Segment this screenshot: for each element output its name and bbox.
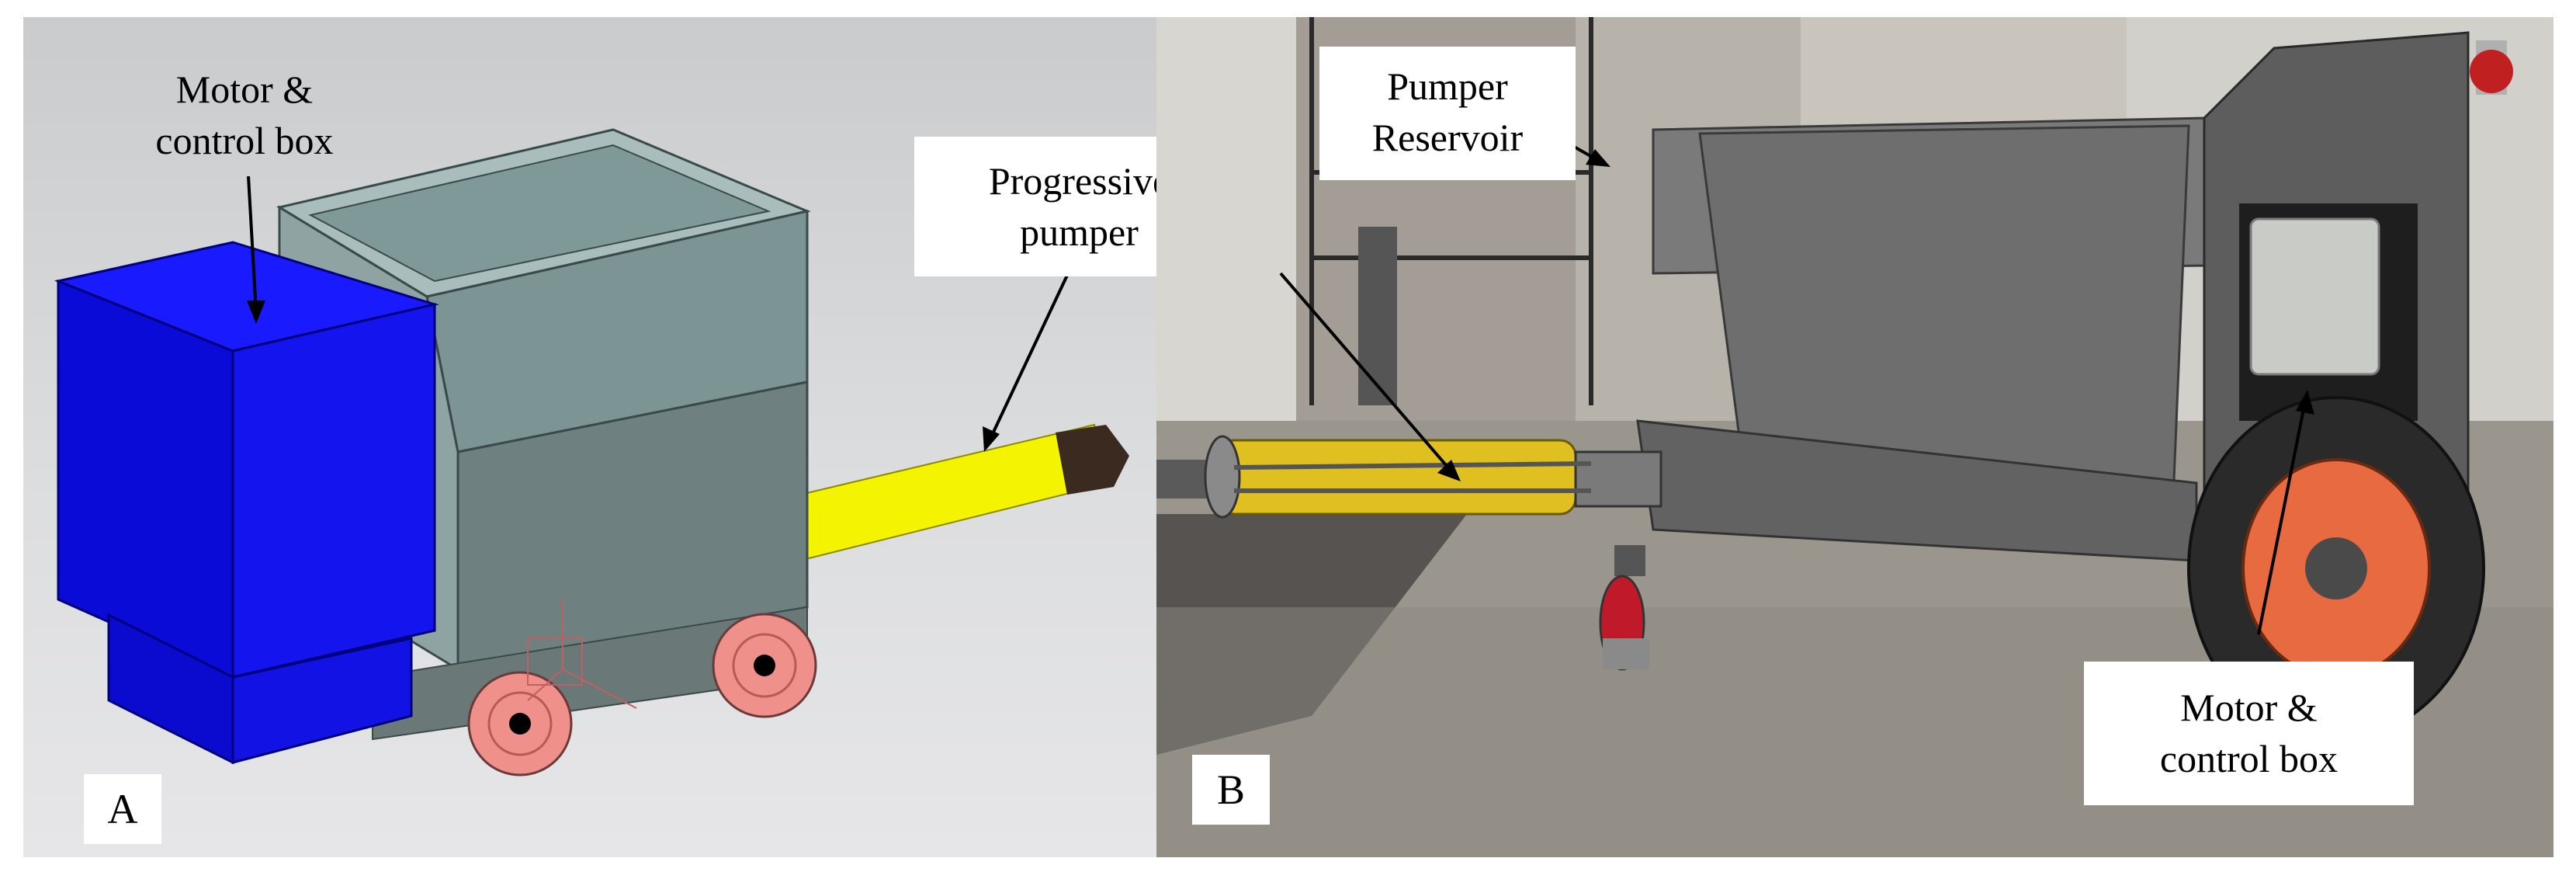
panel-b-photo: Pumper Reservoir Motor & control box B xyxy=(1156,17,2553,857)
power-socket xyxy=(2470,50,2513,93)
panel-letter-a: A xyxy=(84,774,161,844)
callout-arrow-pumper-b xyxy=(1279,272,1461,481)
motor-box-cad xyxy=(54,241,439,765)
callout-line: pumper xyxy=(1020,210,1139,254)
callout-line: Progressive xyxy=(988,159,1170,203)
pump-tube-cad xyxy=(782,423,1129,562)
callout-line: Reservoir xyxy=(1371,116,1524,159)
shelf-item xyxy=(1358,227,1397,405)
callout-motor-control-box-b: Motor & control box xyxy=(2084,662,2414,805)
callout-motor-control-box-a: Motor & control box xyxy=(93,64,396,166)
control-box xyxy=(2249,217,2380,376)
callout-pumper-reservoir: Pumper Reservoir xyxy=(1319,47,1576,180)
callout-line: control box xyxy=(2159,737,2339,780)
callout-arrow-motor-b xyxy=(2257,390,2314,635)
wheel-rear-cad xyxy=(712,613,817,718)
wheel-front-cad xyxy=(467,671,573,777)
cad-drawing xyxy=(54,128,1129,844)
caster-wheel xyxy=(1599,545,1649,671)
axis-triad xyxy=(527,599,637,709)
panel-letter-b: B xyxy=(1192,755,1270,825)
callout-line: Pumper xyxy=(1387,64,1508,108)
pump-tube-photo xyxy=(1156,435,1662,519)
callout-line: Motor & xyxy=(2180,686,2318,729)
main-wheel xyxy=(2187,396,2485,741)
callout-line: control box xyxy=(155,119,334,162)
callout-arrow-motor-a xyxy=(247,175,265,324)
callout-line: Motor & xyxy=(175,68,314,111)
